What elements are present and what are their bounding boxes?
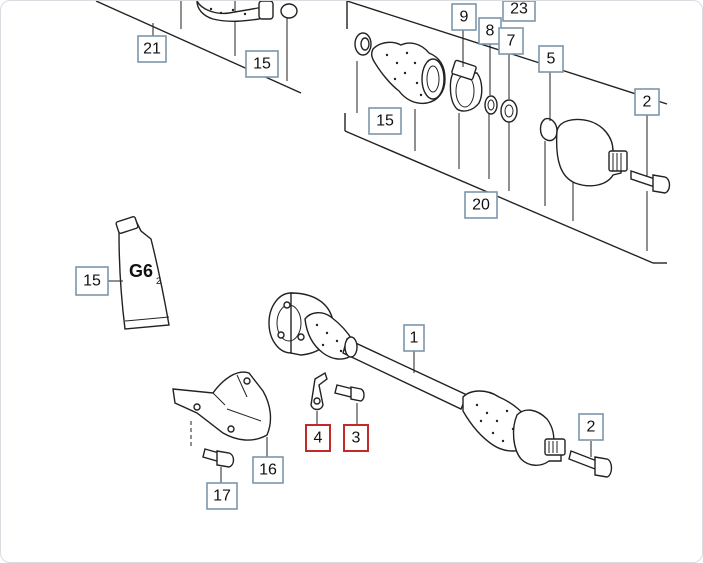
svg-text:17: 17 — [213, 488, 231, 505]
callout-label: 8 — [478, 17, 502, 45]
callout-label: 21 — [137, 35, 167, 63]
callout-label: 17 — [206, 482, 238, 510]
svg-text:15: 15 — [253, 56, 271, 73]
callout-label: 15 — [75, 266, 109, 296]
bolt-part-17 — [202, 448, 235, 468]
heat-shield-part — [172, 371, 272, 441]
detail-frame-top-left — [95, 1, 302, 94]
callout-label: 2 — [578, 413, 604, 441]
callout-label: 23 — [502, 1, 536, 22]
callout-label: 15 — [245, 50, 279, 78]
callout-label: 9 — [451, 3, 477, 31]
callout-label: 2 — [634, 88, 660, 116]
callout-label: 5 — [538, 45, 564, 73]
callout-label: 15 — [368, 107, 402, 135]
svg-text:2: 2 — [643, 94, 652, 111]
small-clamp-part — [354, 32, 372, 56]
svg-text:1: 1 — [410, 330, 419, 347]
callout-label: 16 — [252, 456, 284, 484]
grease-tube-label: G6 — [129, 261, 153, 281]
svg-text:7: 7 — [507, 33, 516, 50]
bolt-part-3 — [334, 384, 365, 402]
callout-label: 4 — [305, 424, 331, 452]
svg-text:8: 8 — [486, 23, 495, 40]
svg-text:15: 15 — [376, 113, 394, 130]
leader-lines — [190, 29, 648, 483]
cv-joint-part-upper — [555, 118, 628, 187]
drive-shaft-assembly — [268, 292, 613, 478]
washer-part-8 — [484, 95, 498, 115]
clip-part — [310, 371, 328, 411]
callout-label: 7 — [498, 27, 524, 55]
callout-label: 20 — [464, 191, 498, 219]
bolt-part-upper — [630, 170, 671, 194]
svg-text:2: 2 — [587, 419, 596, 436]
clamp-band-part — [449, 59, 483, 112]
svg-text:20: 20 — [472, 197, 490, 214]
boot-part-upper — [370, 41, 446, 105]
washer-part-7 — [500, 99, 518, 123]
grease-tube-part: G6 2 — [107, 216, 170, 330]
svg-text:3: 3 — [352, 430, 361, 447]
svg-text:15: 15 — [83, 273, 101, 290]
callout-label: 1 — [403, 324, 425, 352]
svg-text:21: 21 — [143, 41, 161, 58]
callout-label: 3 — [343, 424, 369, 452]
svg-text:5: 5 — [547, 51, 556, 68]
detail-frame-top-right — [344, 1, 671, 264]
svg-text:4: 4 — [314, 430, 323, 447]
svg-text:23: 23 — [510, 1, 528, 18]
svg-text:16: 16 — [259, 462, 277, 479]
grease-tube-subscript: 2 — [156, 276, 161, 286]
svg-text:9: 9 — [460, 9, 469, 26]
circlip-part — [539, 117, 558, 142]
